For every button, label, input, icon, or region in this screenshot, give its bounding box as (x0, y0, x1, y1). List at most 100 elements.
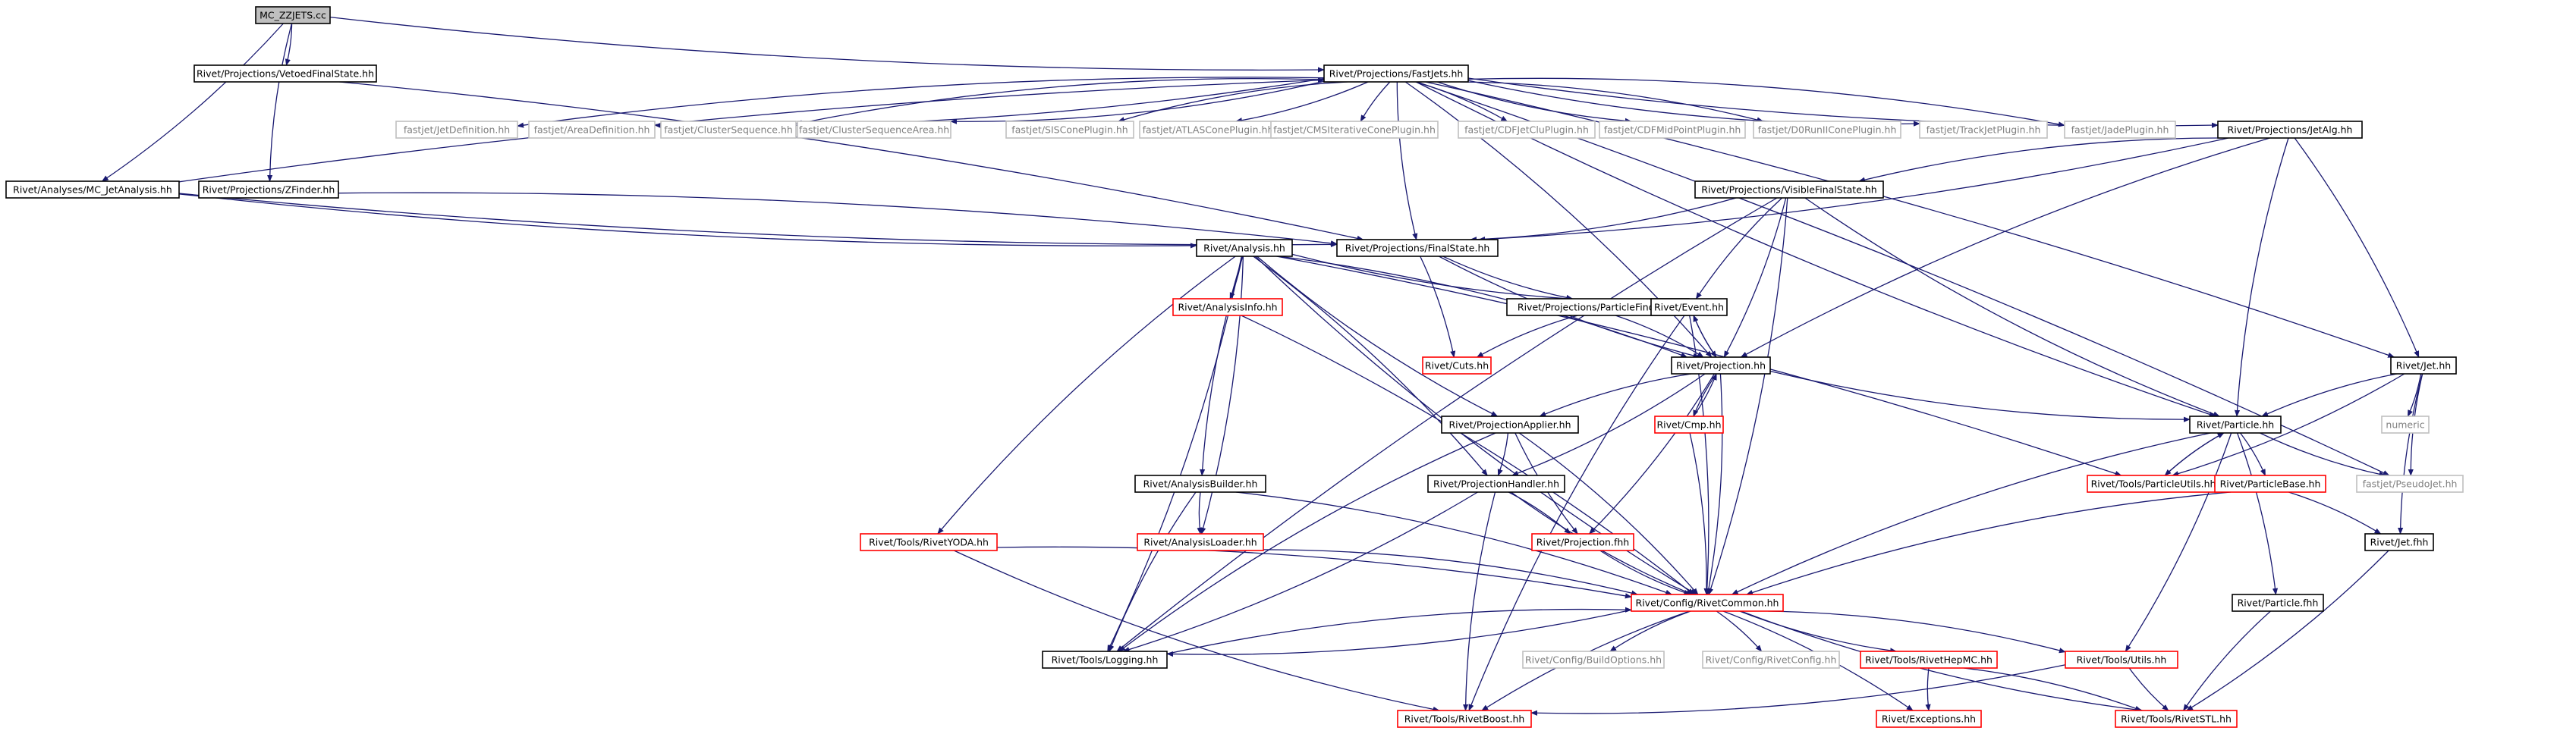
edge-projection-to-event (1693, 315, 1717, 358)
edge-rivetcommon-to-rivetconfig (1716, 610, 1763, 652)
node-box (2356, 475, 2464, 493)
node-box (1860, 651, 1998, 669)
node-particlefinder[interactable]: Rivet/Projections/ParticleFinder.hh (1506, 298, 1690, 316)
node-rivetcommon[interactable]: Rivet/Config/RivetCommon.hh (1631, 594, 1784, 612)
node-jet[interactable]: Rivet/Jet.hh (2390, 356, 2457, 375)
node-rivetconfig[interactable]: Rivet/Config/RivetConfig.hh (1702, 651, 1840, 669)
node-rivetyoda[interactable]: Rivet/Tools/RivetYODA.hh (860, 533, 998, 551)
node-fj_cmsiter[interactable]: fastjet/CMSIterativeConePlugin.hh (1270, 121, 1439, 139)
edge-analysisbuilder-to-rivetcommon (1235, 491, 1673, 595)
node-mc_jetanalysis[interactable]: Rivet/Analyses/MC_JetAnalysis.hh (5, 180, 180, 199)
node-particlefhh[interactable]: Rivet/Particle.fhh (2232, 594, 2324, 612)
node-box (2064, 121, 2176, 139)
node-box (1654, 416, 1724, 434)
node-box (1522, 651, 1665, 669)
node-rivethepmc[interactable]: Rivet/Tools/RivetHepMC.hh (1860, 651, 1998, 669)
node-label: fastjet/TrackJetPlugin.hh (1926, 124, 2041, 136)
node-rivetboost[interactable]: Rivet/Tools/RivetBoost.hh (1397, 710, 1532, 728)
node-box (1323, 64, 1469, 83)
node-numeric[interactable]: numeric (2381, 416, 2430, 434)
node-jetfhh[interactable]: Rivet/Jet.fhh (2364, 533, 2434, 551)
node-fj_d0run2[interactable]: fastjet/D0RunIIConePlugin.hh (1753, 121, 1901, 139)
node-analysisbuilder[interactable]: Rivet/AnalysisBuilder.hh (1134, 475, 1266, 493)
node-analysisinfo[interactable]: Rivet/AnalysisInfo.hh (1172, 298, 1283, 316)
edge-finalstate-to-cuts (1420, 256, 1456, 358)
edge-jet-to-particleutils (2172, 373, 2405, 477)
edge-particle-to-rivetcommon (1731, 432, 2211, 595)
node-fj_siscone[interactable]: fastjet/SISConePlugin.hh (1005, 121, 1134, 139)
node-box (2364, 533, 2434, 551)
node-visiblefs[interactable]: Rivet/Projections/VisibleFinalState.hh (1694, 180, 1884, 199)
node-box (255, 6, 331, 24)
node-label: fastjet/ClusterSequenceArea.hh (799, 124, 949, 136)
edge-analysis-to-projapplier (1257, 256, 1499, 417)
node-utils[interactable]: Rivet/Tools/Utils.hh (2065, 651, 2178, 669)
node-fj_clusterseq[interactable]: fastjet/ClusterSequence.hh (660, 121, 797, 139)
edge-projapplier-to-rivetcommon (1518, 432, 1699, 595)
node-projection[interactable]: Rivet/Projection.hh (1671, 356, 1771, 375)
node-projfhh[interactable]: Rivet/Projection.fhh (1531, 533, 1634, 551)
edge-rivetcommon-to-rivetstl (1741, 610, 2144, 713)
node-pseudojet[interactable]: fastjet/PseudoJet.hh (2356, 475, 2464, 493)
node-projapplier[interactable]: Rivet/ProjectionApplier.hh (1441, 416, 1579, 434)
node-label: Rivet/ProjectionHandler.hh (1433, 478, 1559, 490)
node-vetoedfs[interactable]: Rivet/Projections/VetoedFinalState.hh (193, 64, 377, 83)
node-box (1397, 710, 1532, 728)
edge-visiblefs-to-event (1695, 197, 1783, 300)
node-projhandler[interactable]: Rivet/ProjectionHandler.hh (1427, 475, 1565, 493)
node-finalstate[interactable]: Rivet/Projections/FinalState.hh (1336, 239, 1499, 257)
node-label: Rivet/Tools/RivetBoost.hh (1404, 714, 1525, 725)
edge-fastjets-to-fj_cdfjetclu (1415, 81, 1508, 122)
node-label: Rivet/Tools/Logging.hh (1052, 654, 1159, 666)
node-fj_clusterseqarea[interactable]: fastjet/ClusterSequenceArea.hh (797, 121, 951, 139)
node-particleutils[interactable]: Rivet/Tools/ParticleUtils.hh (2087, 475, 2220, 493)
edge-particle-to-particlefhh (2236, 432, 2279, 595)
node-box (1422, 356, 1492, 375)
node-exceptions[interactable]: Rivet/Exceptions.hh (1876, 710, 1982, 728)
node-fj_areadef[interactable]: fastjet/AreaDefinition.hh (528, 121, 656, 139)
node-box (1631, 594, 1784, 612)
edge-mc_jetanalysis-to-finalstate (178, 193, 1338, 247)
node-fj_trackjet[interactable]: fastjet/TrackJetPlugin.hh (1919, 121, 2048, 139)
node-analysis[interactable]: Rivet/Analysis.hh (1196, 239, 1293, 257)
node-particlebase[interactable]: Rivet/ParticleBase.hh (2214, 475, 2326, 493)
node-label: Rivet/Cmp.hh (1656, 419, 1721, 431)
node-label: Rivet/Jet.fhh (2370, 537, 2429, 548)
node-analysisloader[interactable]: Rivet/AnalysisLoader.hh (1137, 533, 1264, 551)
edge-rivetyoda-to-rivetboost (954, 550, 1440, 712)
node-buildoptions[interactable]: Rivet/Config/BuildOptions.hh (1522, 651, 1665, 669)
node-fj_jetdef[interactable]: fastjet/JetDefinition.hh (395, 121, 518, 139)
node-particle[interactable]: Rivet/Particle.hh (2189, 416, 2282, 434)
node-fj_cdfjetclu[interactable]: fastjet/CDFJetCluPlugin.hh (1458, 121, 1596, 139)
edge-fastjets-to-jet (1425, 81, 2395, 358)
edge-mc_jetanalysis-to-analysis (178, 193, 1197, 249)
node-cmp[interactable]: Rivet/Cmp.hh (1654, 416, 1724, 434)
node-fj_atlascone[interactable]: fastjet/ATLASConePlugin.hh (1139, 121, 1277, 139)
node-label: fastjet/CMSIterativeConePlugin.hh (1273, 124, 1436, 136)
edge-utils-to-rivetboost (1530, 664, 2066, 716)
edge-particlefinder-to-cuts (1476, 315, 1578, 358)
node-fj_jade[interactable]: fastjet/JadePlugin.hh (2064, 121, 2176, 139)
node-box (2217, 121, 2363, 139)
edge-analysis-to-event (1291, 253, 1652, 305)
node-jetalg[interactable]: Rivet/Projections/JetAlg.hh (2217, 121, 2363, 139)
node-event[interactable]: Rivet/Event.hh (1650, 298, 1728, 316)
node-box (1694, 180, 1884, 199)
edge-particle-to-utils (2125, 432, 2232, 652)
node-cuts[interactable]: Rivet/Cuts.hh (1422, 356, 1492, 375)
node-rivetstl[interactable]: Rivet/Tools/RivetSTL.hh (2115, 710, 2238, 728)
node-box (2115, 710, 2238, 728)
node-logging[interactable]: Rivet/Tools/Logging.hh (1042, 651, 1168, 669)
node-fastjets[interactable]: Rivet/Projections/FastJets.hh (1323, 64, 1469, 83)
node-box (1441, 416, 1579, 434)
node-mc_zzjets[interactable]: MC_ZZJETS.cc (255, 6, 331, 24)
node-label: Rivet/ProjectionApplier.hh (1448, 419, 1571, 431)
node-fj_cdfmidpoint[interactable]: fastjet/CDFMidPointPlugin.hh (1599, 121, 1746, 139)
node-box (1172, 298, 1283, 316)
edge-projection-to-particle (1769, 370, 2191, 422)
node-box (1042, 651, 1168, 669)
node-box (1270, 121, 1439, 139)
node-zfinder[interactable]: Rivet/Projections/ZFinder.hh (198, 180, 339, 199)
node-label: Rivet/Projections/JetAlg.hh (2228, 124, 2353, 136)
